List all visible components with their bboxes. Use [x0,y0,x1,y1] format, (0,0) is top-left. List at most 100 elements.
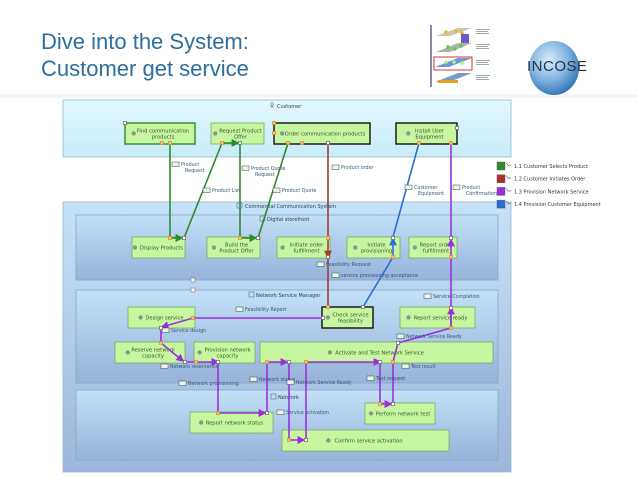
exchange-feasibility-report[interactable]: Feasibility Report [235,306,287,313]
exchange-feasibility-request[interactable]: Feasibility Request [316,261,371,268]
function-display[interactable]: Display Products [131,236,186,259]
function-port[interactable] [304,360,308,364]
function-label: Report network status [206,420,264,426]
exchange-service-completion[interactable]: Service Completion [423,293,480,300]
function-perform-test[interactable]: Perform network test [364,402,436,425]
function-port[interactable] [449,306,453,310]
function-port[interactable] [326,305,330,309]
function-port[interactable] [361,305,365,309]
exchange-test-result[interactable]: Test result [401,363,436,370]
port-handle[interactable] [190,287,196,293]
function-port[interactable] [216,360,220,364]
function-port[interactable] [238,141,242,145]
exchange-product-order[interactable]: Product order [331,164,374,171]
function-order[interactable]: Order communication products [273,122,371,145]
function-port[interactable] [168,141,172,145]
function-port[interactable] [455,126,459,130]
function-port[interactable] [287,438,291,442]
function-port[interactable] [238,236,242,240]
function-port[interactable] [326,236,330,240]
function-port[interactable] [304,438,308,442]
function-port[interactable] [391,236,395,240]
function-port[interactable] [449,255,453,259]
function-port[interactable] [326,255,330,259]
function-report-status[interactable]: Report network status [189,411,274,434]
function-activate[interactable]: Activate and Test Network Service [259,341,494,364]
function-report-ready[interactable]: Report service ready [399,306,476,329]
function-port[interactable] [272,121,276,125]
function-port[interactable] [182,236,186,240]
function-port[interactable] [378,360,382,364]
legend-item[interactable]: 1.1 Customer Selects Product [496,161,588,171]
function-port[interactable] [300,141,304,145]
function-port[interactable] [449,141,453,145]
function-port[interactable] [123,121,127,125]
function-port[interactable] [160,141,164,145]
function-port[interactable] [256,236,260,240]
exchange-product-list[interactable]: Product List [202,187,240,194]
function-confirm[interactable]: Confirm service activation [281,429,450,452]
legend-item[interactable]: 1.2 Customer Initiates Order [496,174,586,183]
function-port[interactable] [396,341,400,345]
port-handle[interactable] [190,277,196,283]
legend-item[interactable]: 1.3 Provision Network Service [496,187,589,196]
function-port[interactable] [159,341,163,345]
function-port[interactable] [183,360,187,364]
function-port[interactable] [272,131,276,135]
function-port[interactable] [391,255,395,259]
exchange-item-icon [202,187,211,193]
function-design[interactable]: Design service [127,306,196,329]
function-label: Initiate order [290,242,324,248]
function-port[interactable] [449,236,453,240]
function-port[interactable] [265,411,269,415]
function-port[interactable] [194,360,198,364]
flow-customer-equipment[interactable] [392,142,420,238]
function-label: Report order [420,242,454,248]
function-port[interactable] [168,236,172,240]
function-port[interactable] [265,360,269,364]
flow-service-design[interactable] [160,317,194,330]
exchange-prov-acceptance[interactable]: service provisioning acceptance [331,272,418,279]
function-port[interactable] [159,326,163,330]
function-port[interactable] [287,360,291,364]
function-port[interactable] [449,326,453,330]
legend-item[interactable]: 1.4 Provision Customer Equipment [496,199,601,209]
exchange-network-service-ready-1[interactable]: Network Service Ready [396,333,462,340]
function-icon [326,438,331,443]
exchange-network-reservation[interactable]: Network reservation [160,363,219,370]
exchange-network-status[interactable]: Network status [249,376,296,383]
function-port[interactable] [321,316,325,320]
flow-network-service-ready-up[interactable] [397,327,452,344]
function-port[interactable] [286,141,290,145]
function-port[interactable] [378,402,382,406]
exchange-service-design[interactable]: Service design [161,327,206,334]
function-port[interactable] [417,141,421,145]
exchange-network-service-ready-2[interactable]: Network Service Ready [286,379,352,386]
exchange-item-icon [241,165,250,171]
function-port[interactable] [326,141,330,145]
function-port[interactable] [220,141,224,145]
exchange-test-request[interactable]: Test request [366,375,405,382]
function-port[interactable] [391,402,395,406]
exchange-item-icon [249,376,258,382]
function-port[interactable] [191,316,195,320]
function-port[interactable] [391,360,395,364]
exchange-product-quote[interactable]: Product Quote [272,187,316,194]
exchange-network-provisioning[interactable]: Network provisioning [178,380,239,387]
function-port[interactable] [216,411,220,415]
exchange-service-activation[interactable]: Service activation [276,409,329,416]
